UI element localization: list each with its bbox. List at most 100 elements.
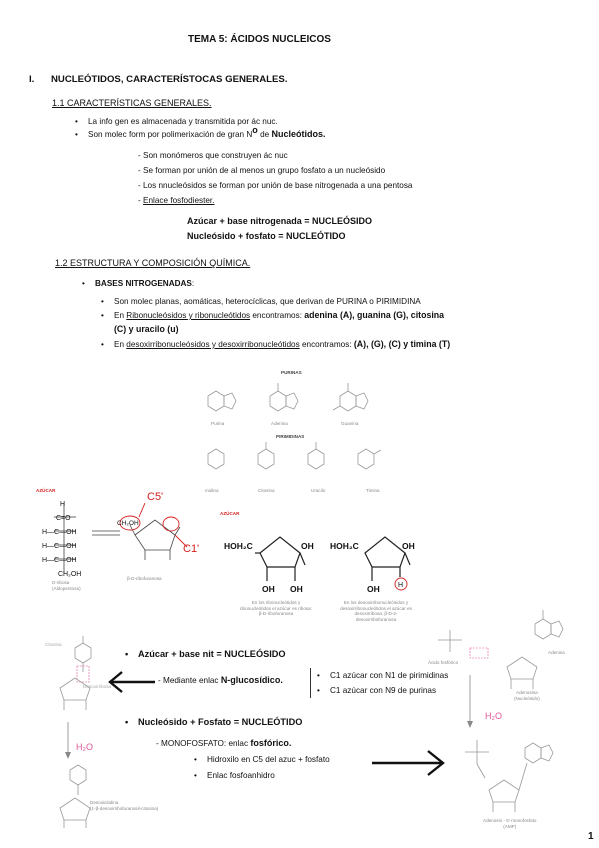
dash-mark: - [138, 196, 141, 205]
dash-item: - Los nnucleósidos se forman por unión d… [138, 181, 413, 190]
pyrimidines-figure [207, 442, 382, 470]
big-right-arrow [372, 750, 445, 776]
c1-label: C1' [183, 543, 200, 555]
text-encontramos: encontramos: [252, 311, 302, 320]
uracilo-label: Uracilo [311, 488, 326, 493]
ch2oh-label: CH₂OH [117, 520, 139, 527]
bullet-molec-form: Son molec form por polimerixación de gra… [75, 126, 326, 141]
purina-label: Purina [211, 421, 225, 426]
desoxicitidina-label: Desoxicitidina (1-β-desoxirribofuranosil… [90, 800, 158, 811]
bases-bullet-3: En desoxirribonucleósidos y desoxirribon… [101, 339, 451, 350]
ribose-oh-left: OH [262, 584, 275, 594]
beta-ribofuranosa-label: β-D-ribofuranosa [127, 576, 162, 581]
big-left-arrow [108, 671, 155, 693]
bases-bullet-1: Son molec planas, aomáticas, heterocícli… [101, 296, 421, 307]
subsection-1-1-heading: 1.1 CARACTERÍSTICAS GENERALES. [52, 98, 212, 108]
adenosina-label: Adenosina (Nucleósido) [514, 690, 540, 701]
ribose-chain-text: H C=O H—C—OH H—C—OH H—C—OH CH₂OH [42, 501, 82, 578]
right-down-arrow [467, 675, 473, 728]
ribose-ring [255, 536, 306, 581]
text-encontramos: encontramos: [301, 340, 352, 349]
ribose-hoh2c: HOH₂C [224, 541, 253, 551]
bases-ribo: adenina (A), guanina (G), citosina [304, 310, 445, 320]
nucleosido-paren: (Nucleósido) [514, 695, 540, 701]
acido-fosforico-label: Ácido fosfórico [428, 660, 459, 665]
bracket-line [310, 668, 311, 698]
monofosfato-enlac: - MONOFOSFATO: enlac [156, 739, 249, 748]
enlace-fosfodiester: Enlace fosfodiester. [143, 196, 215, 205]
midina-label: midina [205, 488, 219, 493]
guanina-label: Guanina [341, 421, 359, 426]
timina-label: Timina [366, 488, 380, 493]
page-number: 1 [588, 831, 594, 842]
deoxy-hoh2c: HOH₂C [330, 541, 359, 551]
mediante-enlac: - Mediante enlac [158, 676, 219, 685]
h2o-right: H₂O [485, 711, 502, 721]
deoxyribose-ring [364, 536, 411, 591]
c5-label: C5' [147, 491, 164, 503]
adenosina-ribose [506, 656, 538, 689]
adenosina: Adenosina [516, 690, 538, 695]
amp-name: Adenosin - 5'-monofosfato [483, 818, 537, 823]
desoxirribonucleosidos: desoxirribonucleósidos y desoxirribonucl… [126, 340, 300, 349]
adenina-label: Adenina [271, 421, 288, 426]
bases-bullet-2: En Ribonucleósidos y ribonucleótidos enc… [101, 310, 445, 321]
purinas-label: PURINAS [281, 370, 302, 375]
equation-nucleosido: Azúcar + base nitrogenada = NUCLEÓSIDO [187, 216, 373, 226]
adenina-molecule-right [534, 610, 564, 640]
ribose-oh-bottom: OH [290, 584, 303, 594]
page-title: TEMA 5: ÁCIDOS NUCLEICOS [188, 34, 331, 45]
deoxy-h: H [398, 582, 404, 589]
azucar-left-label: AZÚCAR [36, 488, 56, 493]
citosina-label: Citosina [258, 488, 275, 493]
desoxirribosa-label: Desoxirribosa [83, 684, 112, 689]
deoxy-oh-left: OH [367, 584, 380, 594]
bullet-bold-nucleotidos: Nucleótidos. [271, 129, 326, 139]
purines-figure [207, 383, 369, 412]
d-ribosa: D-ribosa [52, 580, 70, 585]
pirimidinas-label: PIRIMIDINAS [276, 434, 305, 439]
dash-item: - Enlace fosfodiester. [138, 195, 214, 206]
bases-desoxi: (A), (G), (C) y timina (T) [353, 339, 451, 349]
nucleotido-sub: - MONOFOSFATO: enlac fosfórico. [156, 738, 291, 749]
bases-colon: : [191, 279, 195, 288]
n-glucosidico: N-glucosídico. [220, 675, 283, 685]
dash-item: - Se forman por unión de al menos un gru… [138, 166, 386, 175]
ribose-oh-right: OH [301, 541, 314, 551]
bases-bullet-2-line2: (C) y uracilo (u) [114, 324, 179, 334]
superscript-o: o [252, 125, 258, 135]
desoxirribosa-molecule [59, 677, 91, 710]
azucar-right-label: AZÚCAR [220, 511, 240, 516]
citosina-molecule [74, 636, 92, 683]
dash-item: - Son monómeros que construyen ác nuc [138, 151, 288, 160]
bullet-text-de: de [260, 130, 270, 139]
amp-molecule [465, 740, 554, 812]
nucleotido-title: Nucleósido + Fosfato = NUCLEÓTIDO [125, 717, 302, 728]
nucleosido-title: Azúcar + base nit = NUCLEÓSIDO [125, 649, 286, 660]
bullet-info-gen: La info gen es almacenada y transmitida … [75, 116, 278, 127]
amp-abbr: (AMP) [503, 823, 517, 829]
d-ribose-chain [54, 503, 76, 573]
adenina-right-label: Adenina [548, 650, 565, 655]
amp-label: Adenosin - 5'-monofosfato (AMP) [483, 818, 536, 829]
bullet-text: Son molec form por polimerixación de gra… [88, 130, 253, 139]
desoxicitidina-molecule [59, 764, 91, 828]
c1-pirimidinas: C1 azúcar con N1 de pirimidinas [317, 670, 448, 681]
subsection-1-2-heading: 1.2 ESTRUCTURA Y COMPOSICIÓN QUÍMICA. [55, 258, 251, 268]
nucleosido-sub: - Mediante enlac N-glucosídico. [158, 675, 283, 686]
ribose-label: D-ribosa (Aldopentosa) [52, 580, 81, 591]
c1-purinas: C1 azúcar con N9 de purinas [317, 685, 436, 696]
acido-fosforico-molecule [438, 630, 489, 659]
desoxicitidina: Desoxicitidina [90, 800, 119, 805]
fosforico: fosfórico. [250, 738, 292, 748]
section-heading: NUCLEÓTIDOS, CARACTERÍSTOCAS GENERALES. [51, 74, 288, 85]
section-number: I. [29, 74, 35, 85]
bases-title: BASES NITROGENADAS: [82, 278, 195, 289]
ribonucleosidos: Ribonucleósidos y ribonucleótidos [126, 311, 251, 320]
hidroxilo-c5: Hidroxilo en C5 del azuc + fosfato [194, 754, 330, 765]
text-en: En [114, 340, 125, 349]
citosina-left-label: Citosina [45, 642, 62, 647]
desoxi-caption: En los desoxirribonucleósidos y desoxirr… [340, 600, 412, 622]
deoxy-oh-right: OH [402, 541, 415, 551]
ribo-caption: En los ribonucleótidos y ribonucleótidos… [240, 600, 313, 616]
